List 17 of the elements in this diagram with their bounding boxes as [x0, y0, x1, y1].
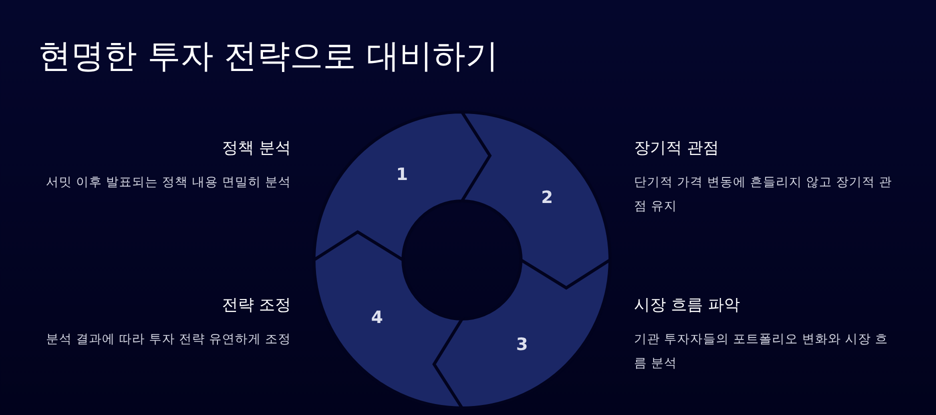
step-heading: 전략 조정 — [222, 295, 291, 316]
step-heading: 시장 흐름 파악 — [634, 295, 740, 316]
step-number: 4 — [371, 308, 383, 328]
step-heading: 정책 분석 — [222, 138, 291, 159]
step-heading: 장기적 관점 — [634, 138, 720, 159]
step-number: 3 — [516, 335, 528, 355]
ring-segment — [314, 232, 462, 408]
step-description: 분석 결과에 따라 투자 전략 유연하게 조정 — [45, 330, 291, 348]
ring-segment — [462, 112, 610, 288]
step-number: 2 — [541, 188, 553, 208]
title: 현명한 투자 전략으로 대비하기 — [38, 35, 498, 77]
step-description: 서밋 이후 발표되는 정책 내용 면밀히 분석 — [45, 173, 291, 191]
step-description: 기관 투자자들의 포트폴리오 변화와 시장 흐름 분석 — [634, 330, 889, 372]
step-number: 1 — [396, 165, 408, 185]
step-description: 단기적 가격 변동에 흔들리지 않고 장기적 관점 유지 — [634, 173, 892, 215]
ring-segment — [314, 112, 490, 260]
ring-segment — [434, 260, 610, 408]
